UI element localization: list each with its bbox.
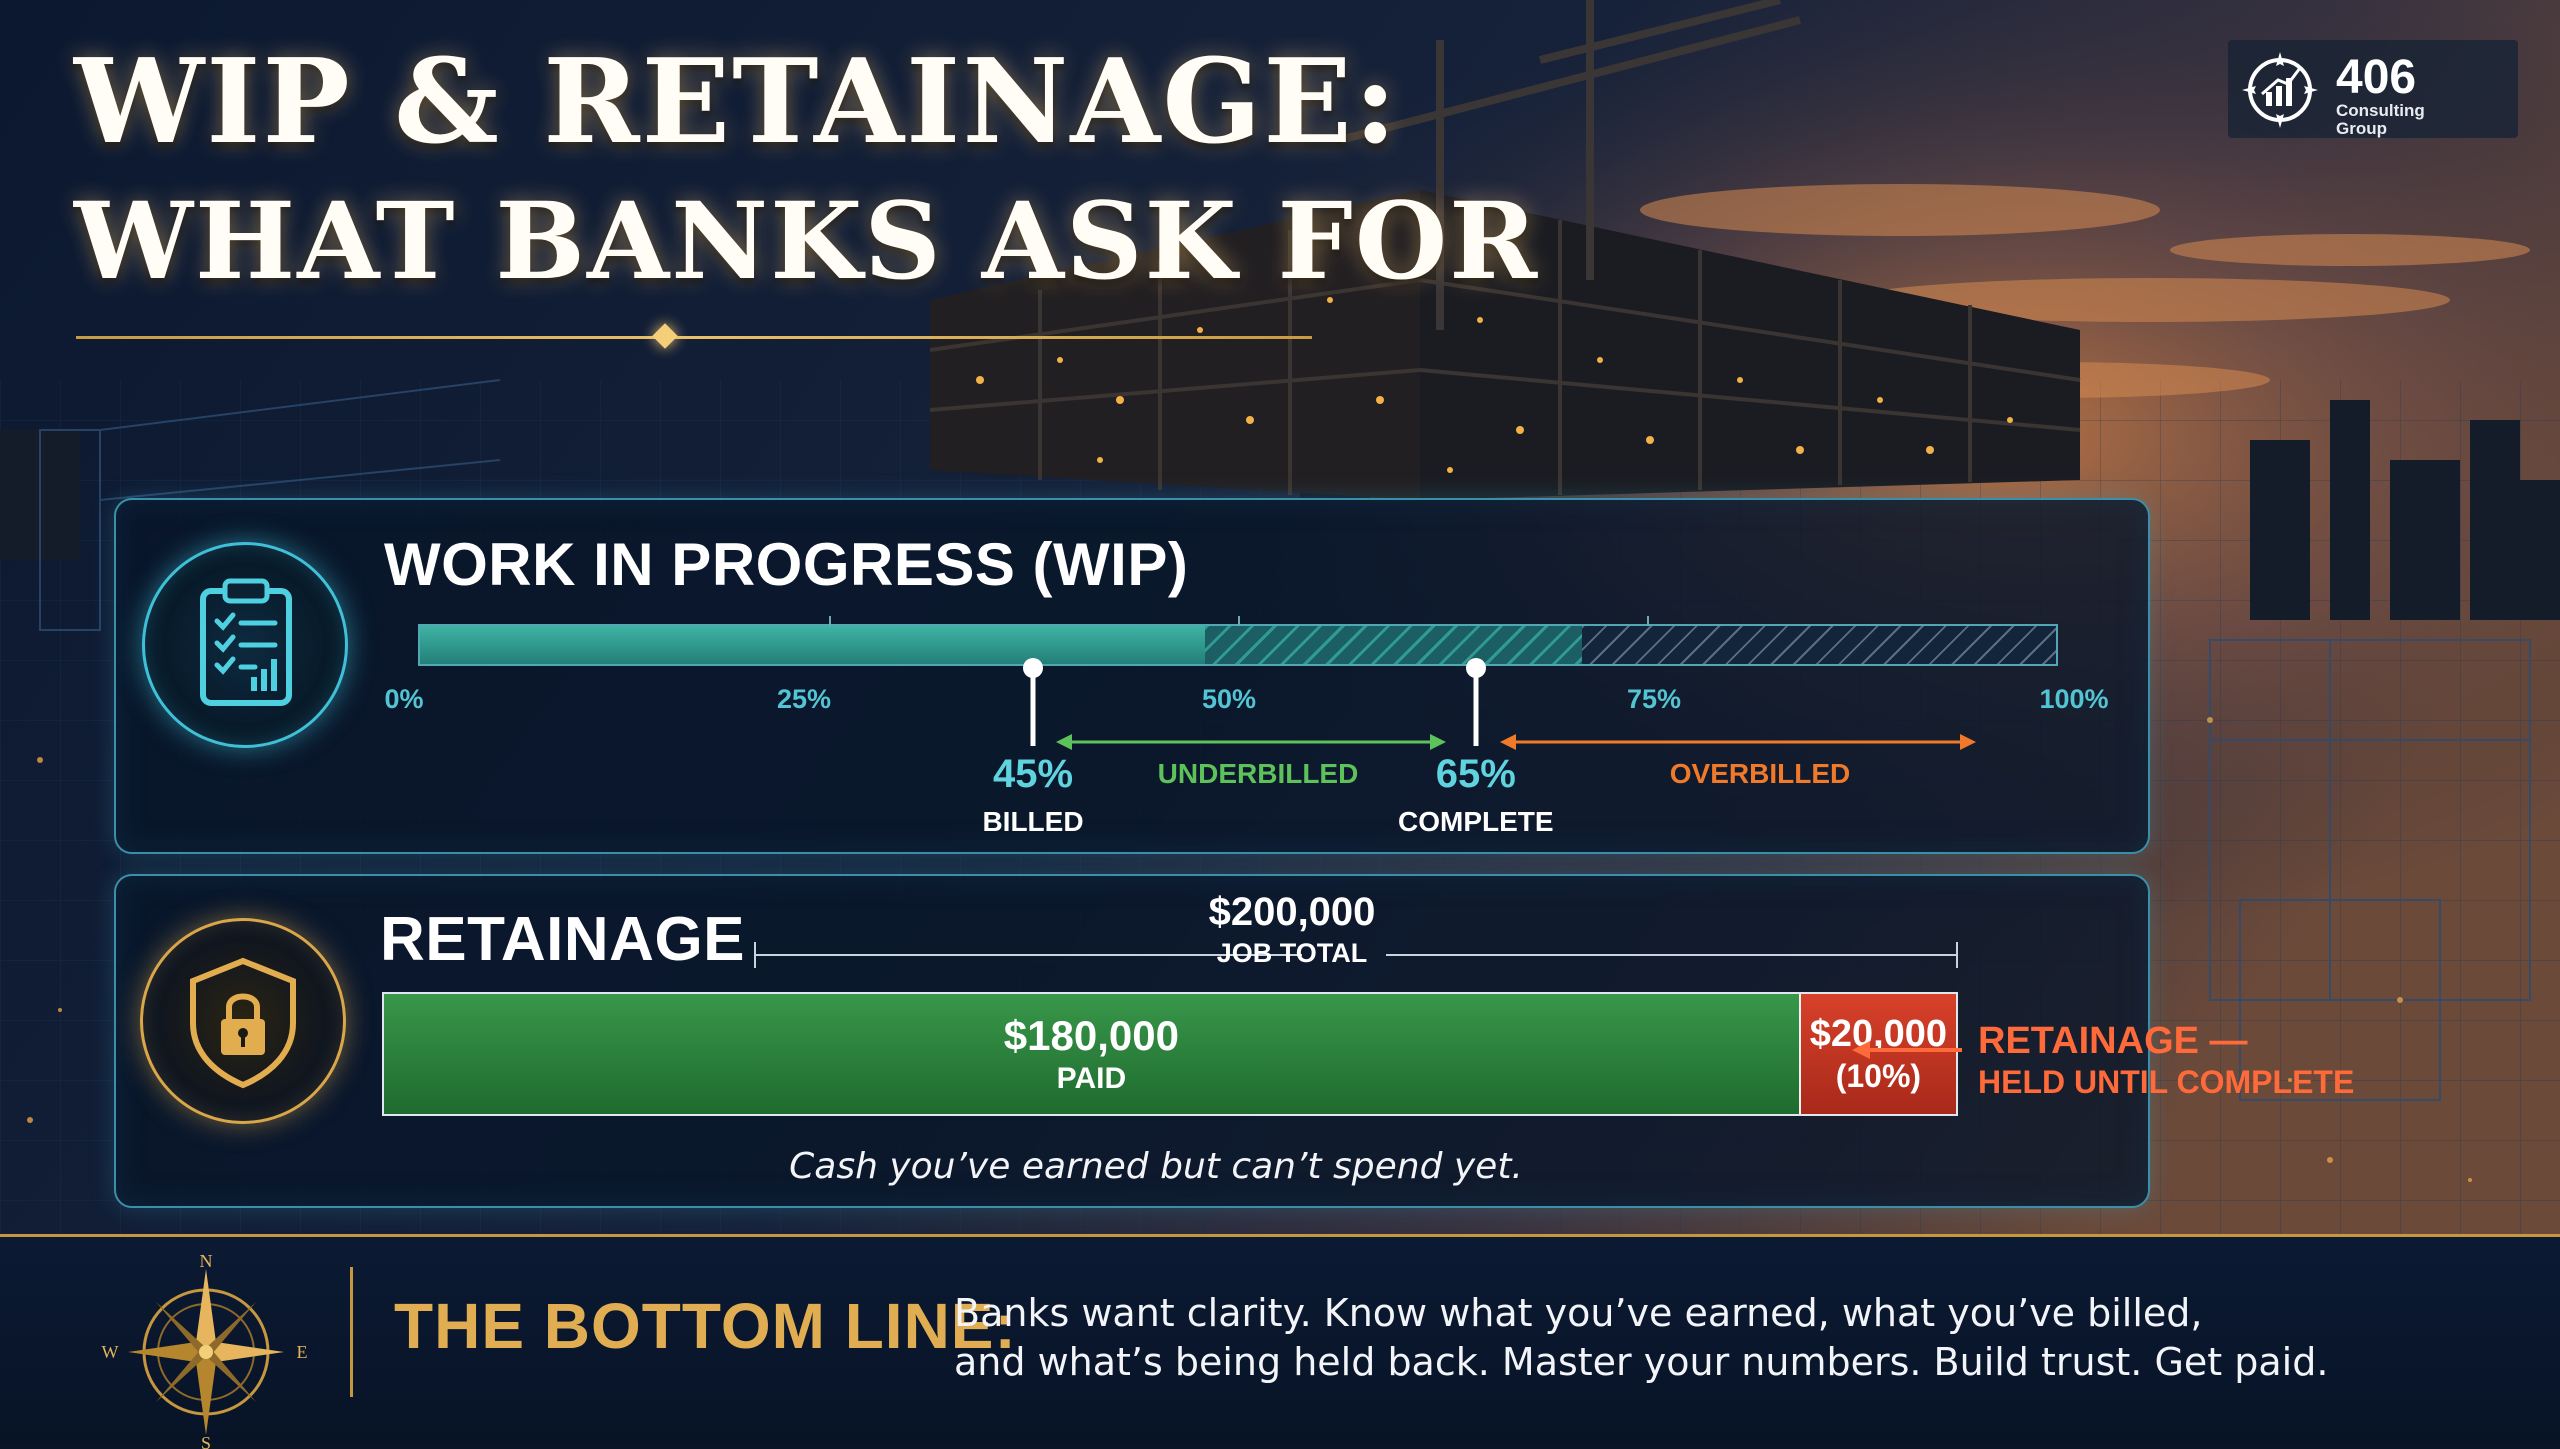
- billed-label: BILLED: [982, 806, 1084, 837]
- shield-lock-icon: [140, 918, 346, 1124]
- job-total-dimension-line: [1386, 954, 1958, 956]
- title-line-2: WHAT BANKS ASK FOR: [74, 178, 1540, 303]
- overbilled-label: OVERBILLED: [1669, 758, 1851, 789]
- compass-letter-w: W: [102, 1342, 119, 1362]
- retainage-title: RETAINAGE: [380, 905, 746, 974]
- compass-letter-n: N: [200, 1255, 213, 1271]
- billed-marker-dot: [1023, 658, 1043, 678]
- remaining-fill: [1581, 626, 2056, 664]
- bottom-line-text: Banks want clarity. Know what you’ve ear…: [954, 1289, 2454, 1387]
- billed-marker-line: [1030, 666, 1036, 746]
- compass-letter-e: E: [297, 1342, 308, 1362]
- bottom-line-text-1: Banks want clarity. Know what you’ve ear…: [954, 1291, 2203, 1335]
- underbilled-arrow: [1056, 734, 1446, 750]
- held-segment: $20,000 (10%): [1798, 994, 1956, 1114]
- bottom-divider: [350, 1267, 353, 1397]
- page-title: WIP & RETAINAGE: WHAT BANKS ASK FOR: [74, 44, 1539, 294]
- bottom-line-heading: THE BOTTOM LINE:: [394, 1290, 1017, 1362]
- scale-label-50: 50%: [1201, 684, 1257, 714]
- complete-marker-line: [1473, 666, 1479, 746]
- job-total-label: JOB TOTAL: [1216, 938, 1368, 968]
- paid-label: PAID: [1056, 1062, 1127, 1095]
- retainage-bar: $180,000 PAID $20,000 (10%): [382, 992, 1958, 1116]
- scale-label-75: 75%: [1626, 684, 1682, 714]
- overbilled-arrow: [1500, 734, 1976, 750]
- scale-tick: [1238, 616, 1240, 626]
- underbilled-fill: [1205, 626, 1582, 664]
- logo-number: 406: [2336, 51, 2417, 104]
- complete-marker-dot: [1465, 658, 1486, 678]
- title-line-1: WIP & RETAINAGE:: [74, 34, 1399, 170]
- scale-tick: [1647, 616, 1649, 626]
- retainage-callout-arrow: [1852, 1041, 1962, 1059]
- callout-line-2: HELD UNTIL COMPLETE: [1978, 1063, 2355, 1100]
- paid-value: $180,000: [1003, 1012, 1179, 1059]
- callout-line-1: RETAINAGE —: [1978, 1020, 2248, 1062]
- compass-letter-s: S: [201, 1433, 211, 1449]
- bottom-line-bar: N S W E THE BOTTOM LINE: Banks want clar…: [0, 1234, 2560, 1449]
- bottom-line-text-2: and what’s being held back. Master your …: [954, 1340, 2329, 1384]
- retainage-note: Cash you’ve earned but can’t spend yet.: [789, 1146, 1523, 1187]
- wip-title: WORK IN PROGRESS (WIP): [384, 531, 1189, 598]
- complete-value: 65%: [1435, 752, 1516, 796]
- scale-label-100: 100%: [2039, 684, 2109, 714]
- complete-label: COMPLETE: [1398, 806, 1554, 837]
- billed-value: 45%: [992, 752, 1074, 796]
- retainage-panel: RETAINAGE $200,000 JOB TOTAL $180,000 PA…: [114, 874, 2150, 1208]
- job-total-value: $200,000: [1208, 890, 1376, 934]
- held-label: (10%): [1835, 1058, 1922, 1094]
- title-underline: [76, 336, 1312, 339]
- wip-progress-bar: [418, 616, 2058, 666]
- clipboard-checklist-icon: [142, 542, 348, 748]
- scale-label-25: 25%: [776, 684, 832, 714]
- compass-chart-icon: [2242, 52, 2318, 128]
- paid-segment: $180,000 PAID: [384, 994, 1799, 1114]
- scale-label-0: 0%: [384, 684, 424, 714]
- scale-tick: [829, 616, 831, 626]
- company-logo: 406 Consulting Group: [2228, 40, 2518, 138]
- logo-name: Consulting Group: [2336, 101, 2425, 138]
- job-total-bracket-right: [1956, 942, 1958, 968]
- compass-rose-icon: N S W E: [102, 1255, 308, 1449]
- underbilled-label: UNDERBILLED: [1157, 758, 1359, 789]
- job-total-dimension-line: [754, 954, 1302, 956]
- billed-fill: [420, 626, 1206, 664]
- retainage-callout: RETAINAGE — HELD UNTIL COMPLETE: [1978, 1020, 2354, 1100]
- wip-panel: WORK IN PROGRESS (WIP) 0% 25% 50% 75% 10…: [114, 498, 2150, 854]
